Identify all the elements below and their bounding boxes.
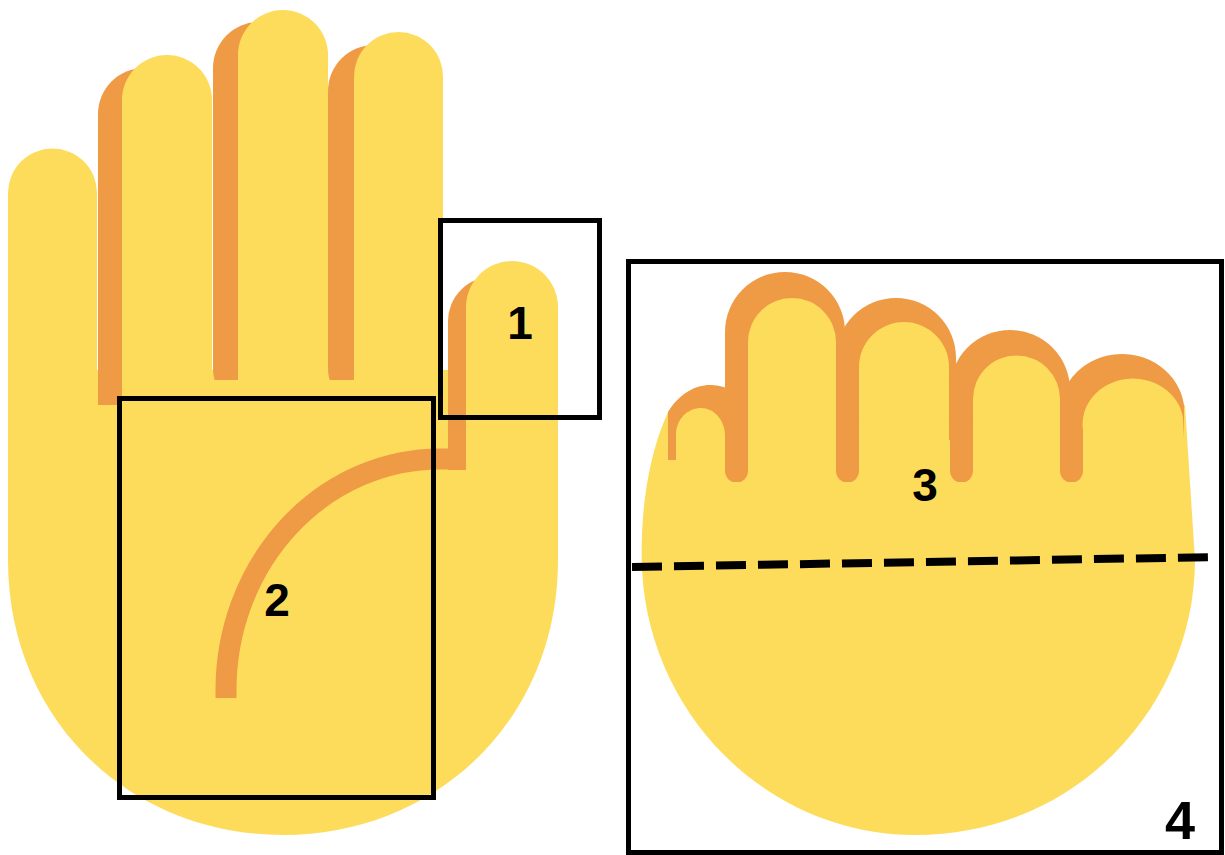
finger-gap-line: [836, 420, 859, 471]
open-hand: [8, 10, 558, 835]
callout-number: 3: [912, 462, 938, 508]
life-line: [226, 459, 466, 698]
callout-number: 2: [264, 577, 290, 623]
fist: [632, 272, 1218, 835]
index-finger: [354, 32, 443, 420]
finger-gap-line: [1060, 420, 1083, 471]
finger-gap: [328, 380, 354, 425]
finger-gap-line: [725, 420, 748, 471]
finger-gap-line: [950, 420, 973, 471]
finger-gap: [213, 380, 238, 425]
callout-number: 1: [507, 300, 533, 346]
dividing-dashed-line: [632, 557, 1218, 567]
callout-box: 4: [626, 259, 1224, 855]
callout-number: 4: [1165, 793, 1195, 847]
middle-finger: [238, 10, 328, 420]
callout-box: 1: [438, 218, 602, 420]
ring-finger: [122, 55, 212, 420]
callout-box: 2: [117, 396, 436, 800]
thumb: [466, 261, 558, 560]
